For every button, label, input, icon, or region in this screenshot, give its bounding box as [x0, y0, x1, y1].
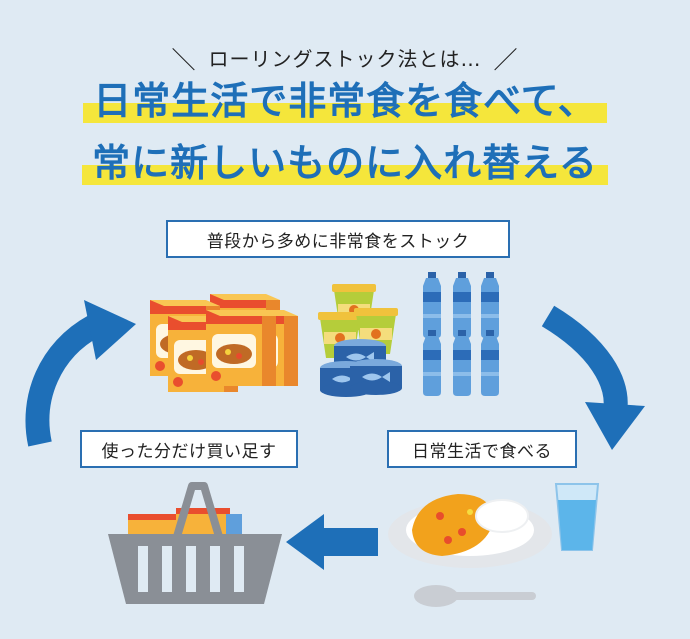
curry-plate-icon — [388, 494, 552, 568]
subtitle-text: ローリングストック法とは… — [208, 46, 482, 71]
slash-left: ＼ — [171, 45, 197, 74]
water-glass-icon — [554, 483, 600, 551]
cycle-arrow-icon — [541, 305, 645, 450]
cycle-arrow-icon — [286, 514, 378, 570]
cycle-arrow-icon — [25, 300, 136, 447]
slash-right: ／ — [493, 45, 519, 74]
headline-line-2: 常に新しいものに入れ替える — [0, 140, 690, 186]
step-replenish-label: 使った分だけ買い足す — [80, 430, 298, 468]
spoon-icon — [414, 585, 536, 607]
step-stockpile-label: 普段から多めに非常食をストック — [166, 220, 510, 258]
water-bottles-icon — [423, 272, 499, 396]
headline-line-1-text: 日常生活で非常食を食べて、 — [83, 79, 607, 123]
headline-line-2-text: 常に新しいものに入れ替える — [82, 141, 608, 185]
curry-retort-boxes-icon — [150, 294, 298, 392]
step-eat-label: 日常生活で食べる — [387, 430, 577, 468]
subtitle: ＼ ローリングストック法とは… ／ — [0, 40, 690, 74]
shopping-basket-icon — [108, 482, 282, 604]
headline-line-1: 日常生活で非常食を食べて、 — [0, 78, 690, 124]
canned-food-icon — [318, 284, 402, 397]
